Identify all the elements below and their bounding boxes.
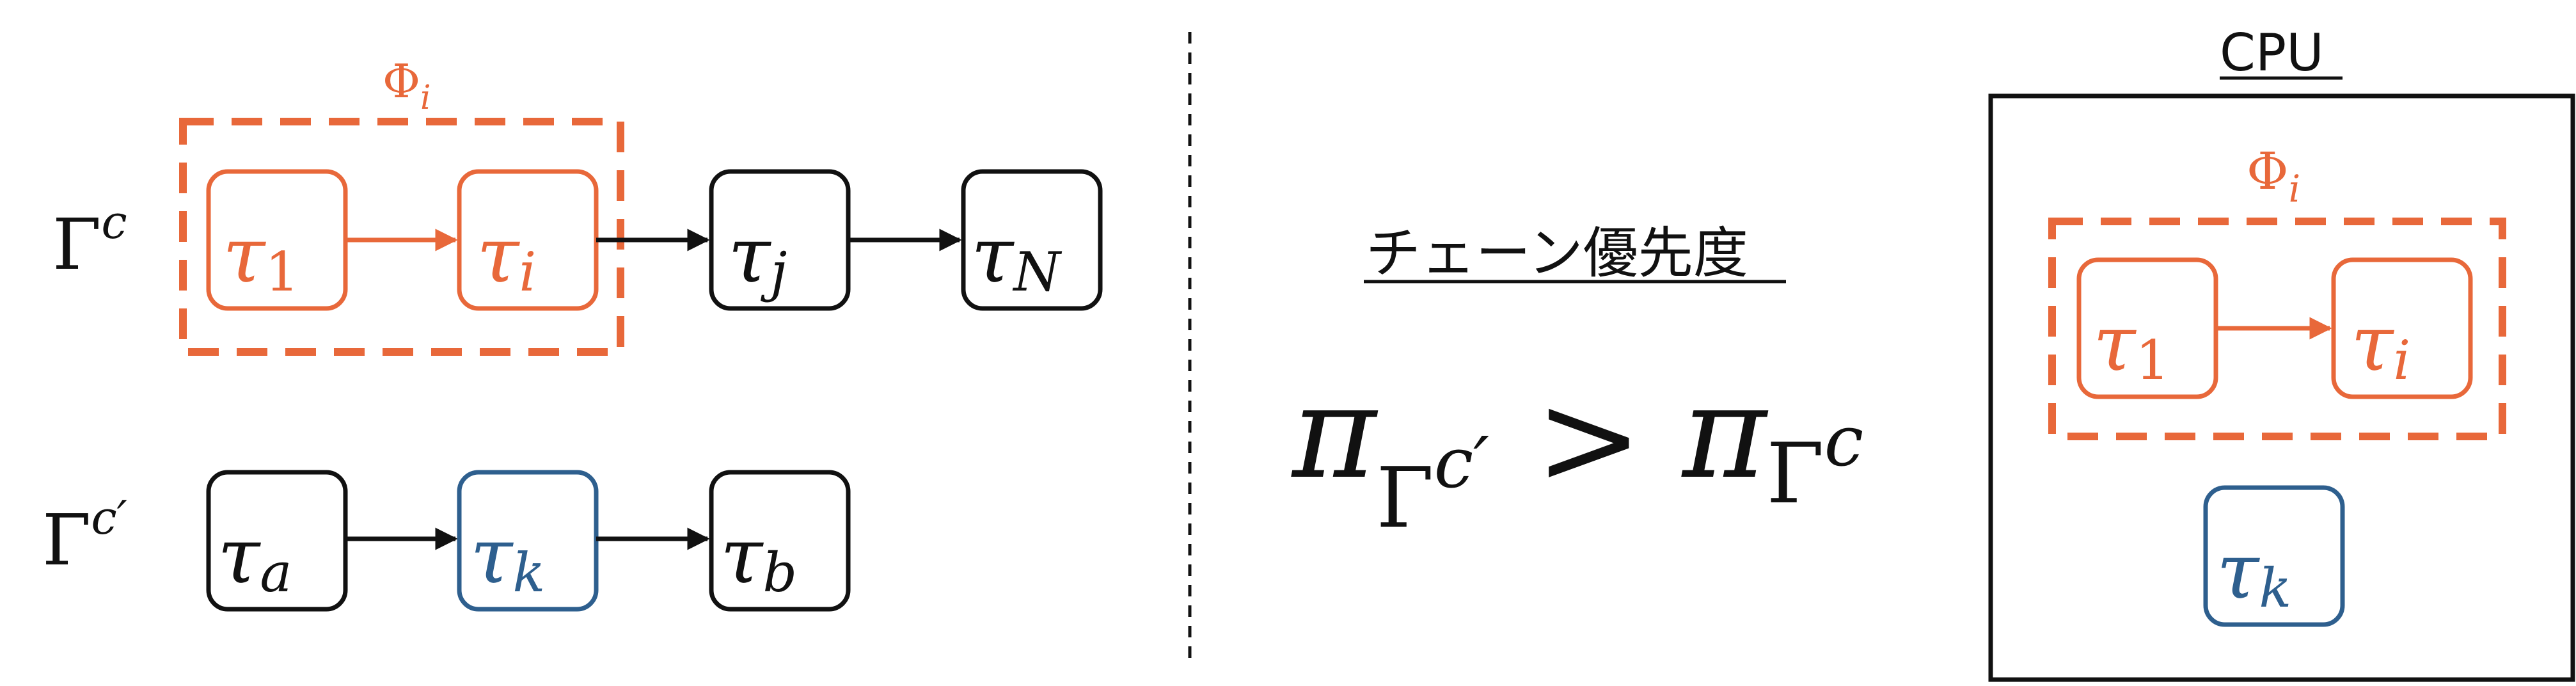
task-node-tau-a: τa [206,470,348,612]
cpu-phi-group-label: Φi [2247,141,2300,211]
cpu-task-node-tau-k: τk [2203,485,2345,627]
task-node-tau-b: τb [709,470,851,612]
chain-priority-title: チェーン優先度 [1366,221,1748,285]
svg-text:τN: τN [971,211,1062,303]
task-node-tau-n: τN [961,169,1103,311]
cpu-task-node-tau-i: τi [2331,257,2473,399]
cpu-label: CPU [2220,23,2324,83]
task-node-tau-1: τ1 [206,169,348,311]
cpu-phi-group-box [2048,218,2506,440]
cpu-box [1988,93,2575,682]
svg-text:τ1: τ1 [2093,299,2170,392]
priority-lhs: πΓc′ [1291,358,1489,546]
priority-operator: > [1535,365,1643,514]
svg-text:τk: τk [470,512,545,604]
phi-group-label: Φi [383,54,431,117]
priority-rhs: πΓc [1681,358,1863,522]
svg-text:τk: τk [2216,527,2291,619]
chain2-label: Γc′ [42,491,127,581]
task-node-tau-i: τi [457,169,599,311]
task-node-tau-k: τk [457,470,599,612]
task-node-tau-j: τj [709,169,851,311]
svg-text:τi: τi [2351,299,2410,392]
svg-text:τ1: τ1 [223,211,299,303]
svg-text:τj: τj [728,211,787,303]
cpu-task-node-tau-1: τ1 [2076,257,2218,399]
svg-text:τb: τb [720,512,797,604]
chain1-label: Γc [52,195,127,285]
phi-group-box [179,118,624,356]
svg-text:τa: τa [217,512,292,604]
svg-text:τi: τi [477,211,536,303]
